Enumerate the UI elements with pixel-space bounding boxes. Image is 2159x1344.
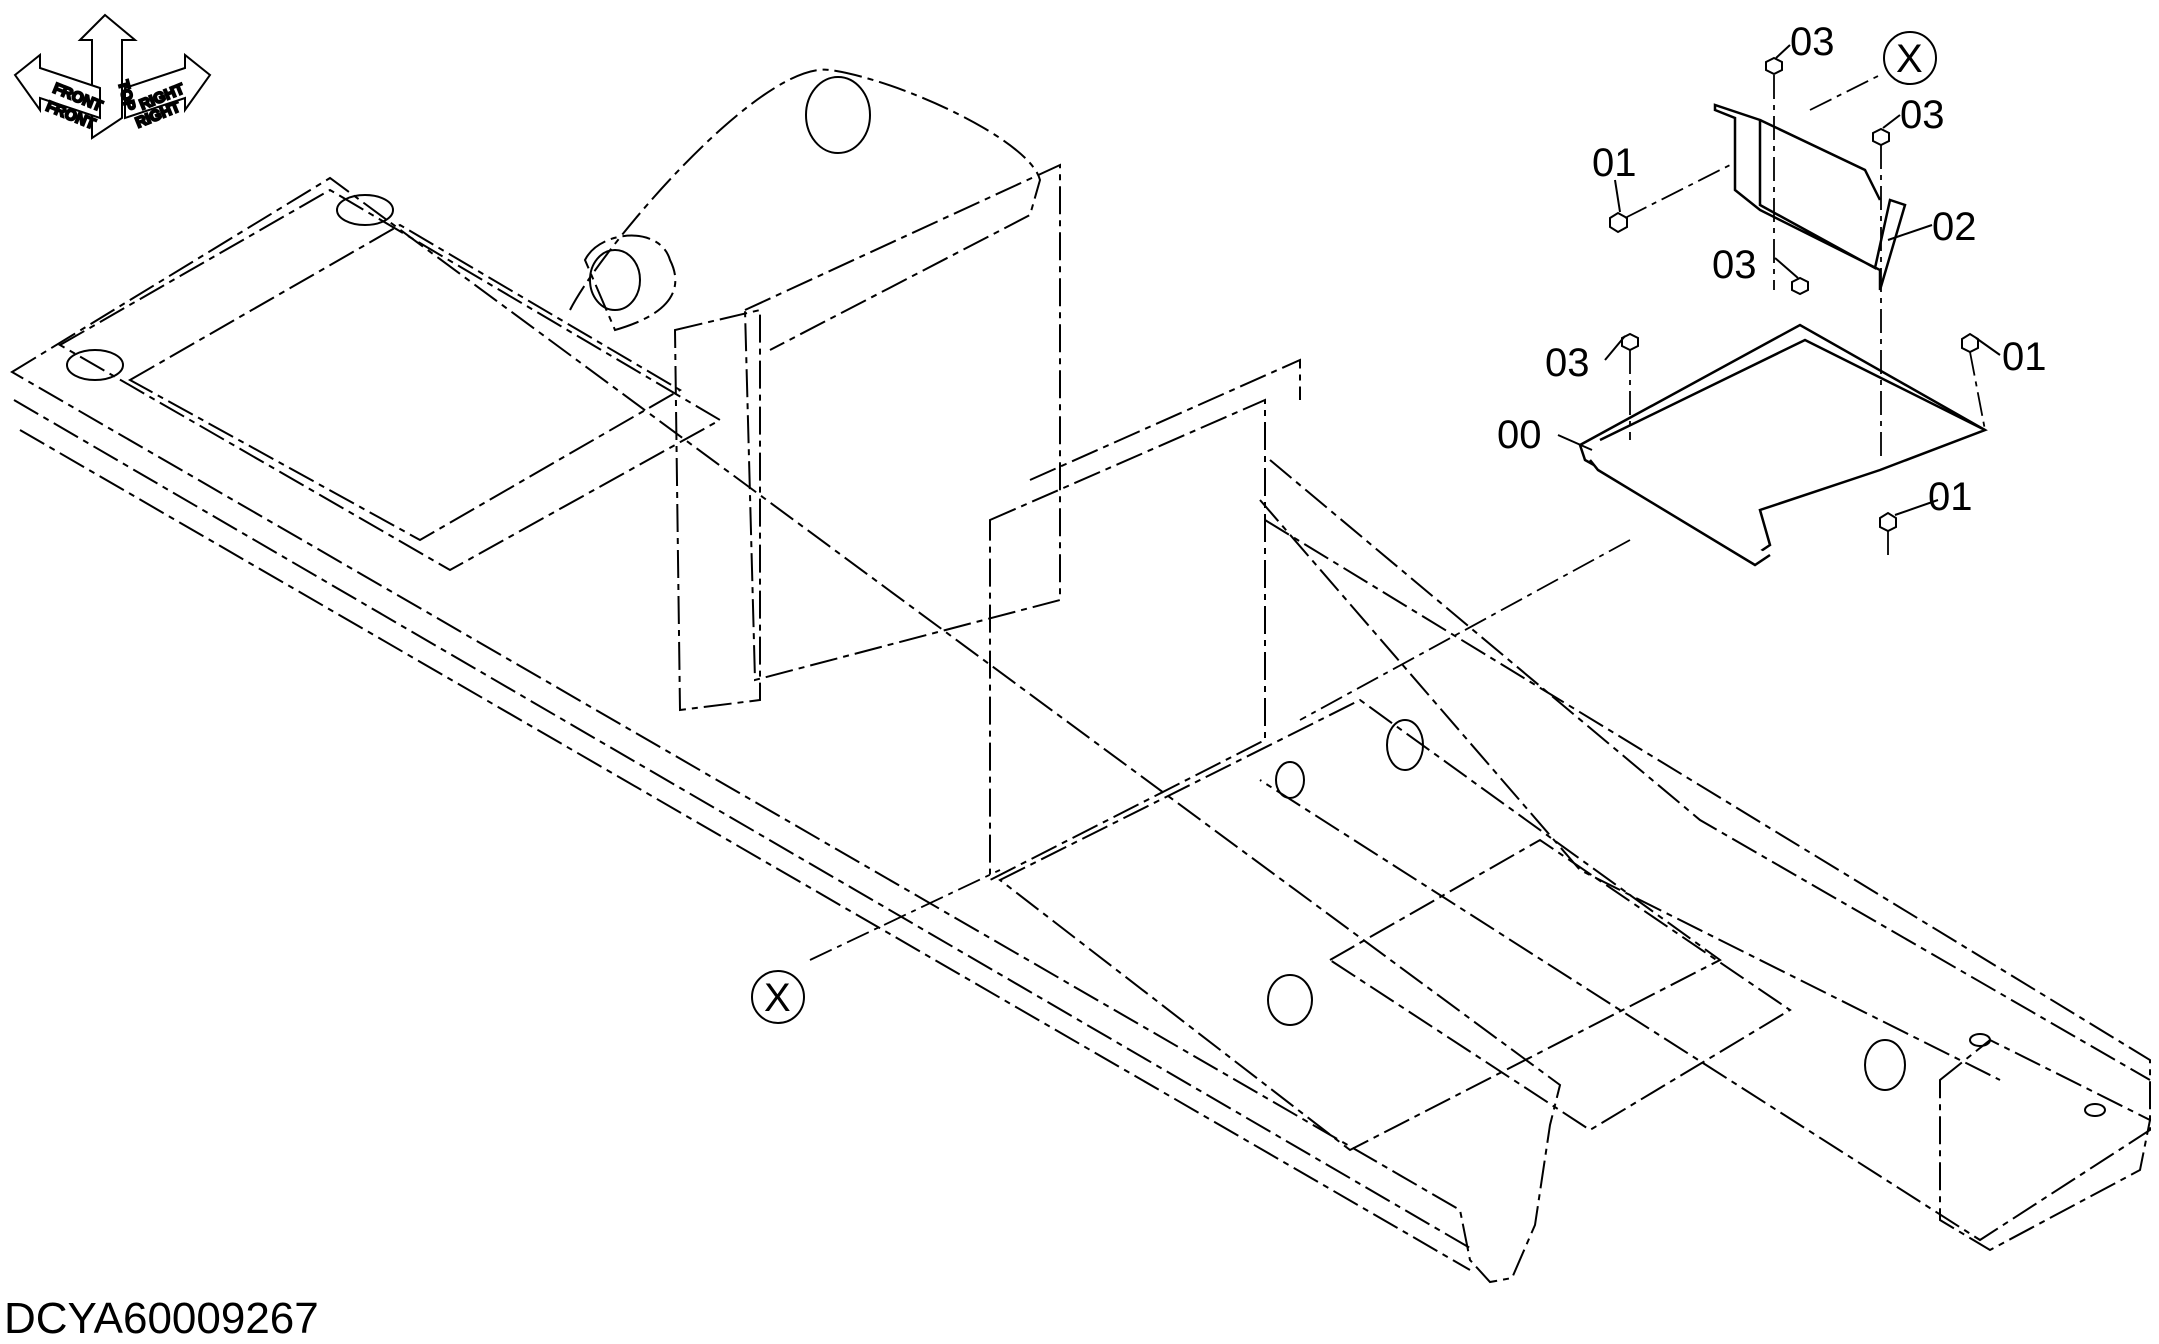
vertical-plate-right [989, 398, 1266, 882]
leader-nut-bottom [1894, 499, 1939, 516]
front-cylinder [1939, 1038, 2152, 1252]
compass-right-arrow [124, 52, 212, 120]
vertical-plate-left [673, 308, 761, 712]
plate-part-00-edge [1589, 459, 1771, 567]
callout-nut-right: 01 [2002, 335, 2047, 379]
assembly-lines [809, 74, 1986, 961]
frame-holes [66, 76, 2106, 1117]
frame-rear-inner [127, 223, 682, 542]
callout-bolt-top: 03 [1790, 20, 1835, 64]
plate-part-00-lip [1599, 338, 1986, 442]
bolt-03-mid [1791, 276, 1809, 296]
callout-bolt-right-top: 03 [1900, 93, 1945, 137]
detail-marker-ref-circle [751, 970, 805, 1024]
orientation-compass: TOP FRONT RIGHT FRONT RIGHT [13, 13, 212, 140]
assembly-line-x-marker [809, 869, 1001, 961]
compass-left-arrow [13, 52, 101, 120]
callout-plate: 00 [1497, 413, 1542, 457]
boom-pin-hole [805, 76, 871, 154]
frame-right-rail-top [1269, 459, 2151, 1081]
leader-bracket [1887, 224, 1933, 241]
callout-bracket: 02 [1932, 205, 1977, 249]
frame-hole [1275, 761, 1305, 799]
frame-front-crossmember [1328, 838, 1792, 1132]
leader-lines [1557, 44, 2001, 516]
callout-labels: X X 03 03 01 02 03 03 01 00 01 [751, 20, 2047, 1024]
frame-right-rail [1259, 519, 2151, 1242]
frame-rear-crossmember [57, 188, 723, 572]
leader-bolt-left [1604, 335, 1626, 361]
drawing-number: DCYA60009267 [4, 1294, 319, 1343]
vertical-plate-right-top [1029, 358, 1301, 481]
callout-nut-bottom: 01 [1928, 475, 1973, 519]
frame-left-rail-inner [13, 399, 1471, 1249]
detail-marker-circle [1883, 31, 1937, 85]
bracket-part-02-flange [1759, 118, 1882, 201]
bolt-03-left [1621, 332, 1639, 352]
boom-pin-hole [589, 249, 641, 311]
frame-hole [336, 194, 394, 226]
frame-hole [2084, 1103, 2106, 1117]
boom-foot-bracket [569, 68, 1042, 351]
nut-01-left [1609, 211, 1628, 234]
frame-hole [1267, 974, 1313, 1026]
assembly-line-nut-right [1969, 351, 1986, 431]
assembly-line-nut-left [1624, 164, 1731, 219]
leader-bolt-right-top [1882, 114, 1901, 129]
callout-nut-left: 01 [1592, 141, 1637, 185]
assembly-line-x [1809, 74, 1881, 111]
detail-marker-ref-x: X [764, 976, 791, 1020]
frame-hole [1386, 719, 1424, 771]
detail-marker-x: X [1896, 37, 1923, 81]
assembly-line-plate-to-frame [1299, 539, 1631, 721]
leader-bolt-top [1775, 44, 1791, 59]
detached-parts [1578, 103, 1988, 567]
frame-left-rail-inner-2 [19, 429, 1471, 1271]
nut-01-right [1961, 332, 1979, 354]
leader-nut-left [1614, 179, 1621, 213]
callout-bolt-left: 03 [1545, 341, 1590, 385]
leader-plate [1557, 434, 1593, 451]
frame-mid-crossmember [998, 698, 1722, 1152]
frame-left-rail [10, 176, 1562, 1284]
boom-foot-left-lug [583, 234, 677, 332]
frame-hole [1864, 1039, 1906, 1091]
vertical-plate-mid [743, 163, 1061, 682]
leader-nut-right [1975, 337, 2001, 356]
fasteners [1609, 56, 1979, 533]
main-frame [10, 68, 2152, 1284]
bolt-03-top [1765, 56, 1783, 76]
nut-01-bottom [1879, 511, 1897, 533]
bolt-03-right-top [1872, 127, 1890, 147]
callout-bolt-mid: 03 [1712, 243, 1757, 287]
frame-hole [1969, 1033, 1991, 1047]
leader-bolt-mid [1774, 257, 1799, 279]
front-diagonal-rail [1259, 499, 2001, 1081]
frame-hole [66, 349, 124, 381]
